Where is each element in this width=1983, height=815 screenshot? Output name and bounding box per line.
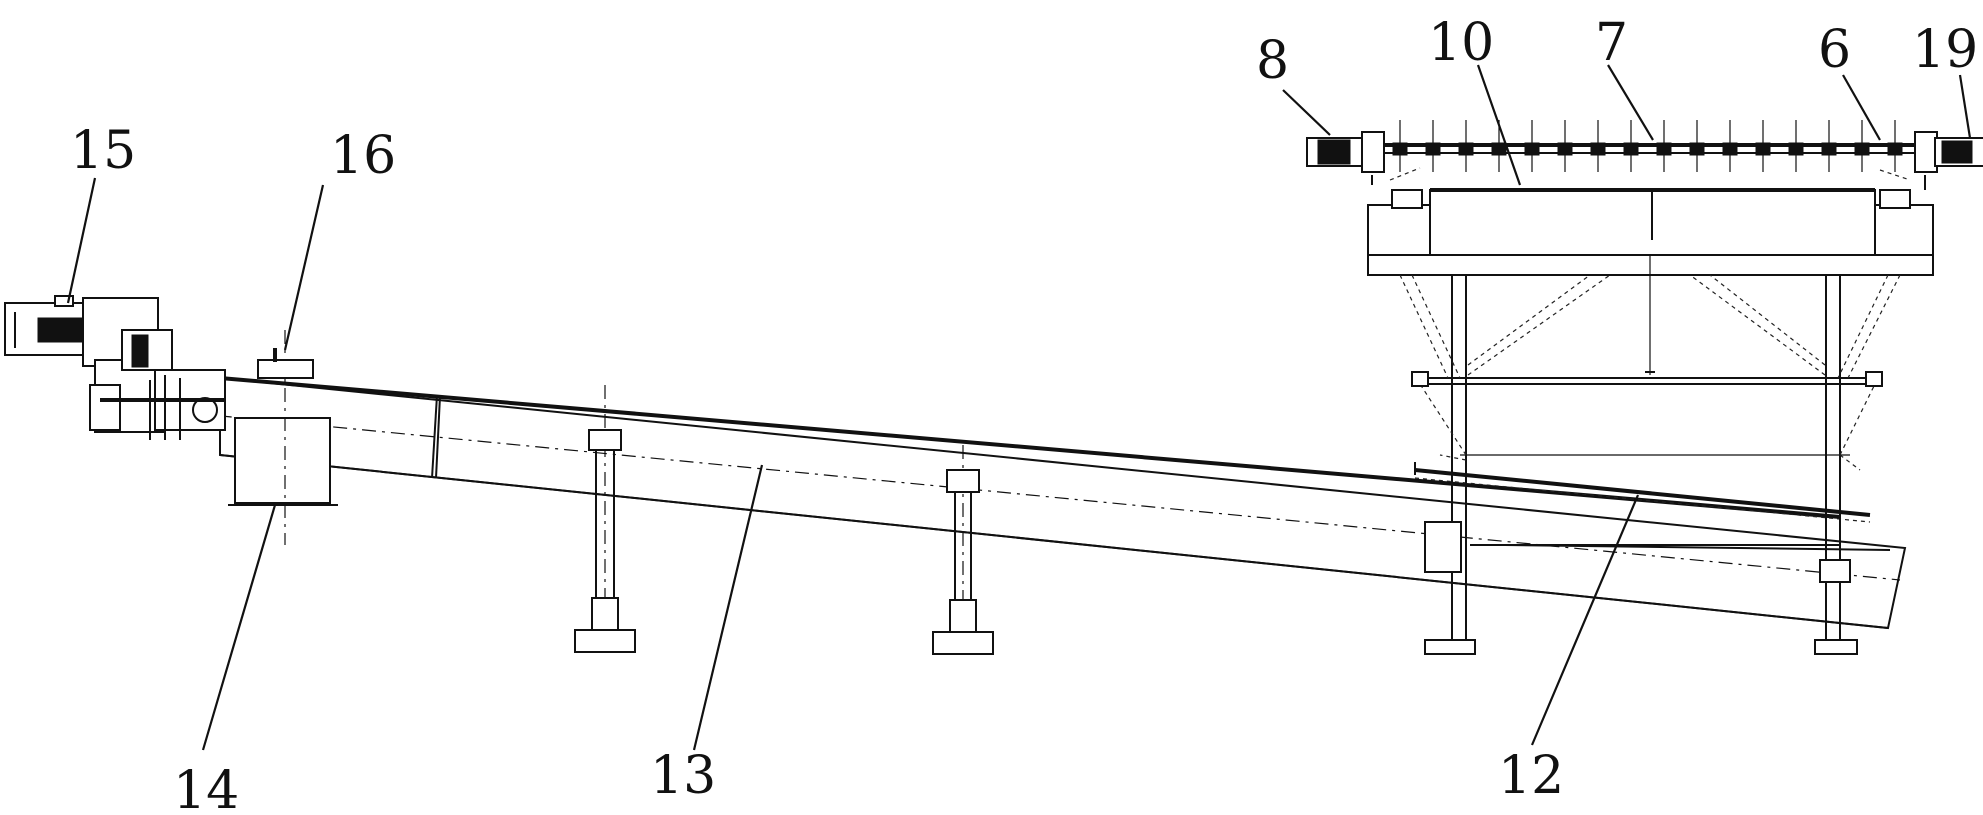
label-13: 13 [650, 746, 716, 806]
leader-lines [66, 64, 1972, 751]
end-drive-right [1914, 131, 1983, 190]
label-14: 14 [173, 761, 239, 815]
label-6: 6 [1818, 20, 1851, 80]
paddle-blade [1788, 142, 1804, 156]
motor-icon [4, 295, 84, 356]
support-leg-2 [932, 445, 994, 655]
top-conveyor [1360, 120, 1934, 256]
drive-assembly [4, 295, 226, 440]
paddle-blade [1821, 142, 1837, 156]
paddle-blade [1458, 142, 1474, 156]
label-16: 16 [330, 126, 396, 186]
paddle-blade [1689, 142, 1705, 156]
label-12: 12 [1498, 746, 1564, 806]
paddle-blade [1623, 142, 1639, 156]
paddle-blade [1755, 142, 1771, 156]
paddle-blade [1557, 142, 1573, 156]
paddle-blade [1425, 142, 1441, 156]
label-7: 7 [1595, 13, 1628, 73]
paddle-blade [1854, 142, 1870, 156]
inlet-hopper [228, 330, 338, 545]
paddle-blade [1392, 142, 1408, 156]
support-leg-1 [574, 385, 636, 653]
label-10: 10 [1428, 13, 1494, 73]
paddle-blade [1524, 142, 1540, 156]
paddle-blade [1656, 142, 1672, 156]
paddle-blade [1590, 142, 1606, 156]
paddle-row [1392, 120, 1903, 172]
gearbox-icon [82, 297, 226, 440]
part-labels: 15 16 14 13 12 8 10 7 6 19 [70, 13, 1978, 815]
label-8: 8 [1256, 31, 1289, 91]
label-15: 15 [70, 121, 136, 181]
label-19: 19 [1912, 20, 1978, 80]
end-drive-left [1306, 131, 1385, 185]
paddle-blade [1722, 142, 1738, 156]
paddle-blade [1887, 142, 1903, 156]
paddle-blade [1491, 142, 1507, 156]
inclined-conveyor-trough [159, 376, 1907, 630]
